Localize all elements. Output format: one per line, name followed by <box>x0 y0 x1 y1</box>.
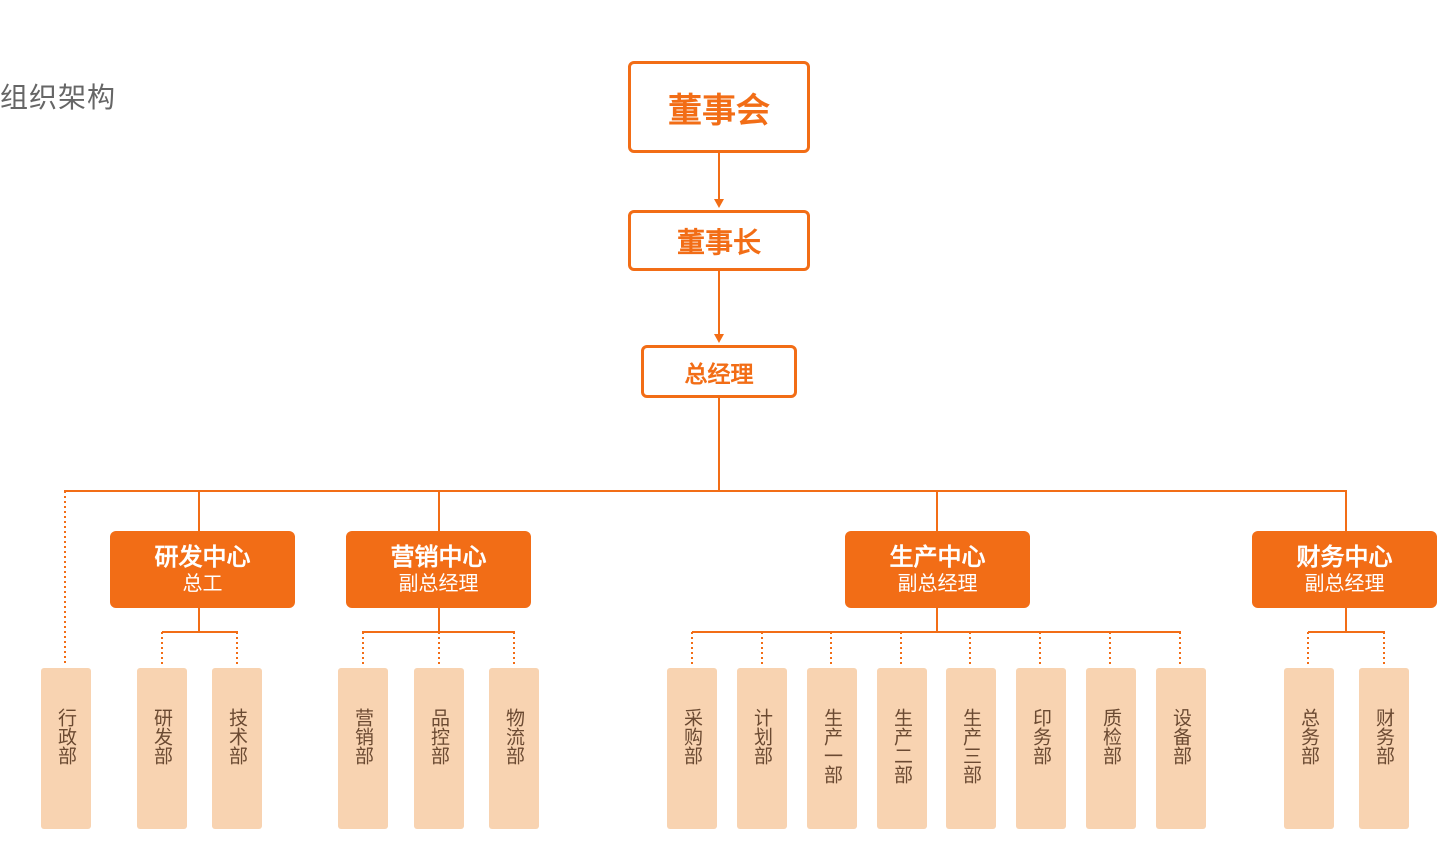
dept-finance: 财务部 <box>1359 668 1409 829</box>
center-head: 副总经理 <box>897 571 978 595</box>
center-name: 生产中心 <box>889 543 986 571</box>
dept-label: 质检部 <box>1100 708 1122 765</box>
dept-label: 总务部 <box>1298 708 1320 765</box>
dept-production-3: 生产三部 <box>946 668 996 829</box>
dept-label: 印务部 <box>1030 708 1052 765</box>
dept-label: 物流部 <box>503 708 525 765</box>
center-head: 副总经理 <box>398 571 479 595</box>
page-title: 组织架构 <box>0 81 117 114</box>
dept-label: 生产二部 <box>891 708 913 784</box>
center-rd: 研发中心 总工 <box>110 531 295 608</box>
dept-production-1: 生产一部 <box>807 668 857 829</box>
dept-logistics: 物流部 <box>489 668 539 829</box>
general-manager-node: 总经理 <box>641 345 797 398</box>
arrow-to-chairman <box>714 199 724 208</box>
dept-label: 品控部 <box>428 708 450 765</box>
dept-planning: 计划部 <box>737 668 787 829</box>
dept-label: 行政部 <box>55 708 77 765</box>
dept-production-2: 生产二部 <box>877 668 927 829</box>
center-marketing: 营销中心 副总经理 <box>346 531 531 608</box>
dept-label: 生产一部 <box>821 708 843 784</box>
center-head: 副总经理 <box>1304 571 1385 595</box>
dept-label: 财务部 <box>1373 708 1395 765</box>
dept-label: 营销部 <box>352 708 374 765</box>
dept-procurement: 采购部 <box>667 668 717 829</box>
center-finance: 财务中心 副总经理 <box>1252 531 1437 608</box>
dept-label: 设备部 <box>1170 708 1192 765</box>
center-head: 总工 <box>182 571 223 595</box>
dept-general-affairs: 总务部 <box>1284 668 1334 829</box>
dept-label: 采购部 <box>681 708 703 765</box>
dept-admin: 行政部 <box>41 668 91 829</box>
center-name: 营销中心 <box>390 543 487 571</box>
dept-marketing: 营销部 <box>338 668 388 829</box>
dept-label: 计划部 <box>751 708 773 765</box>
dept-technology: 技术部 <box>212 668 262 829</box>
dept-quality-control: 品控部 <box>414 668 464 829</box>
dept-label: 技术部 <box>226 708 248 765</box>
dept-equipment: 设备部 <box>1156 668 1206 829</box>
dept-label: 研发部 <box>151 708 173 765</box>
dept-printing: 印务部 <box>1016 668 1066 829</box>
dept-label: 生产三部 <box>960 708 982 784</box>
arrow-to-gm <box>714 334 724 343</box>
center-production: 生产中心 副总经理 <box>845 531 1030 608</box>
dept-inspection: 质检部 <box>1086 668 1136 829</box>
center-name: 研发中心 <box>154 543 251 571</box>
board-node: 董事会 <box>628 61 810 153</box>
dept-rd: 研发部 <box>137 668 187 829</box>
chairman-node: 董事长 <box>628 210 810 271</box>
center-name: 财务中心 <box>1296 543 1393 571</box>
